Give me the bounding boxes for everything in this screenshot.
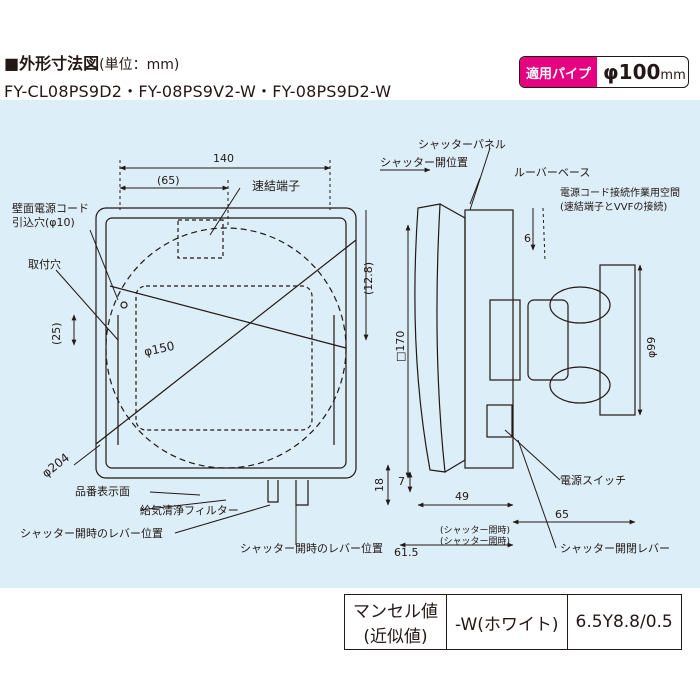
pipe-badge-value: φ100mm <box>597 60 686 84</box>
louver-left <box>439 203 466 473</box>
louver-base <box>464 209 514 469</box>
dim-phi99: φ99 <box>645 337 658 358</box>
dim-phi204: φ204 <box>39 450 72 480</box>
side-view <box>414 203 636 473</box>
fan-blade-top <box>549 286 611 324</box>
dim-7: 7 <box>398 475 405 488</box>
label-model-display: 品番表示面 <box>75 484 130 498</box>
label-filter: 給気清浄フィルター <box>140 503 239 517</box>
lever-left <box>267 480 279 503</box>
dim-65-front: (65) <box>157 174 180 187</box>
pipe-unit: mm <box>660 68 686 83</box>
dim-18: 18 <box>373 478 386 492</box>
pipe-badge: 適用パイプ φ100mm <box>519 56 689 88</box>
front-dimensions <box>55 160 369 545</box>
dimension-drawing: 140 (65) 速結端子 壁面電源コード 引込穴(φ10) 取付穴 (25) … <box>0 100 700 588</box>
drawing-svg: 140 (65) 速結端子 壁面電源コード 引込穴(φ10) 取付穴 (25) … <box>12 138 680 559</box>
munsell-header-2: (近似値) <box>363 627 428 647</box>
side-dimensions <box>380 147 643 549</box>
title-text: ■外形寸法図 <box>4 54 100 73</box>
dim-49: 49 <box>455 490 469 503</box>
dim-6: 6 <box>524 232 531 245</box>
label-lever-pos-2: シャッター開時のレバー位置 <box>240 541 383 555</box>
dim-open-2: (シャッター開時) <box>440 536 510 547</box>
phi150-diagonal <box>109 285 347 349</box>
fan-blade-bottom <box>549 366 611 404</box>
dim-170: □170 <box>394 331 407 362</box>
filter-outline <box>135 285 313 431</box>
label-mount-hole: 取付穴 <box>28 257 61 271</box>
munsell-value: 6.5Y8.8/0.5 <box>566 594 682 650</box>
label-lever-pos-1: シャッター開時のレバー位置 <box>20 526 163 540</box>
label-power-switch: 電源スイッチ <box>560 473 626 487</box>
pipe-diameter: φ100 <box>603 60 661 84</box>
unit-text: (単位：mm) <box>99 57 180 73</box>
label-wall-cord-2: 引込穴(φ10) <box>12 215 75 229</box>
dim-61-5: 61.5 <box>394 546 419 559</box>
label-shutter-open-pos: シャッター開位置 <box>380 155 468 169</box>
label-shutter-lever: シャッター開閉レバー <box>560 542 670 555</box>
munsell-header-1: マンセル値 <box>353 602 438 622</box>
power-switch <box>486 404 513 438</box>
phi204-diagonal <box>95 239 357 445</box>
terminal-outline <box>177 219 224 259</box>
dim-12-8: (12.8) <box>362 262 375 295</box>
page-title: ■外形寸法図(単位：mm) <box>4 50 179 74</box>
dim-65-side: 65 <box>555 508 569 521</box>
label-terminal: 速結端子 <box>252 179 300 193</box>
lever-right <box>295 480 309 506</box>
label-shutter-panel: シャッターパネル <box>418 138 506 151</box>
dim-phi150: φ150 <box>143 339 176 359</box>
dim-25: (25) <box>50 322 63 345</box>
munsell-table: マンセル値 (近似値) -W(ホワイト) 6.5Y8.8/0.5 <box>344 594 682 650</box>
pipe-flange <box>599 264 636 416</box>
phi204-circle <box>105 227 347 469</box>
label-cord-space-1: 電源コード接続作業用空間 <box>560 186 680 199</box>
shutter-panel <box>414 203 446 473</box>
munsell-variant: -W(ホワイト) <box>446 594 568 650</box>
label-louver-base: ルーバーベース <box>514 166 590 179</box>
cord-hole <box>120 301 128 309</box>
fan-hub <box>527 299 569 381</box>
label-wall-cord-1: 壁面電源コード <box>12 201 89 215</box>
dim-140: 140 <box>213 152 234 165</box>
dim-open-1: (シャッター開時) <box>440 525 510 536</box>
front-outer-panel <box>95 207 357 479</box>
label-cord-space-2: (速結端子とVVFの接続) <box>560 200 667 213</box>
front-view <box>95 207 357 506</box>
pipe-badge-label: 適用パイプ <box>520 57 598 87</box>
munsell-header-cell: マンセル値 (近似値) <box>344 594 447 650</box>
motor-housing <box>489 299 521 381</box>
model-numbers: FY-CL08PS9D2・FY-08PS9V2-W・FY-08PS9D2-W <box>4 82 392 101</box>
